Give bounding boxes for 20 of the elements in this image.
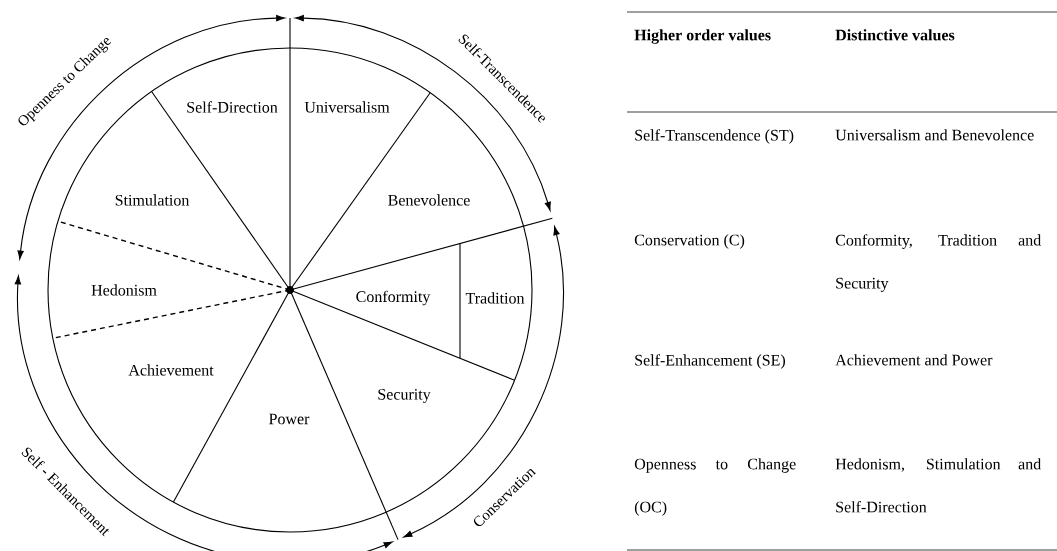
column-header: Distinctive values [835,29,955,41]
sector-label: Stimulation [115,194,190,206]
table-cell-text: Universalism and Benevolence [835,129,1034,141]
sector-label: Hedonism [91,284,157,296]
sector-label: Universalism [304,101,390,113]
table-cell-text: Conformity, Tradition and Security [835,234,1041,292]
table-cell-text: Achievement and Power [835,354,993,366]
sector-label: Tradition [465,292,525,304]
table-cell-text: Openness to Change (OC) [634,458,796,516]
sector-label: Benevolence [388,194,470,206]
table-cell-text: Hedonism, Stimulation and Self-Direction [835,458,1041,513]
sector-label: Achievement [128,364,214,376]
table-cell-text: Conservation (C) [634,234,745,249]
sector-label: Conformity [356,290,431,306]
sector-label: Self-Direction [187,101,278,113]
table-cell-text: Self-Enhancement (SE) [635,354,785,369]
column-header: Higher order values [634,29,771,44]
table-cell-text: Self-Transcendence (ST) [635,129,794,144]
sector-label: Security [378,388,431,403]
sector-label: Power [269,413,310,425]
